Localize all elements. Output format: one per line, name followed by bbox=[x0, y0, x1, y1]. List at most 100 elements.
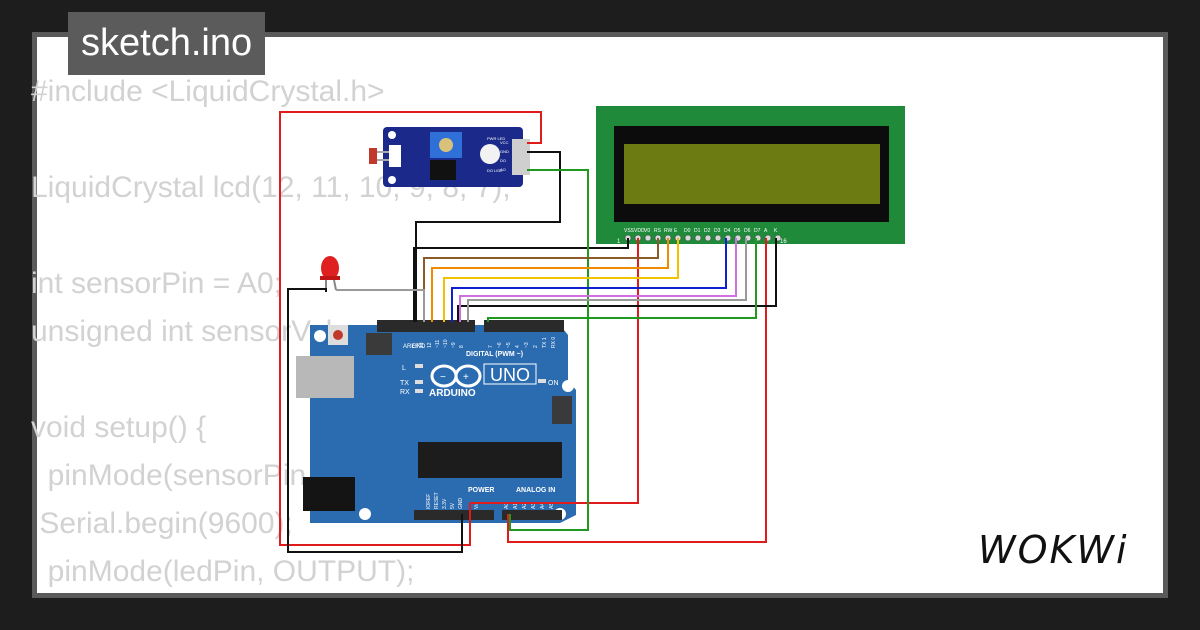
wire-gray-led bbox=[336, 289, 425, 322]
analog-pin-label: A3 bbox=[531, 503, 537, 509]
analog-in-label: ANALOG IN bbox=[516, 487, 555, 494]
digital-header-low bbox=[484, 320, 564, 332]
red-led[interactable] bbox=[320, 256, 340, 292]
analog-pin-label: A4 bbox=[540, 503, 546, 509]
lcd-pin-label: VDD bbox=[634, 228, 645, 234]
digital-pin-label: ~11 bbox=[435, 340, 441, 348]
usb-port bbox=[296, 356, 354, 398]
v5-label: 5V bbox=[450, 502, 456, 509]
lcd-pin-label: A bbox=[764, 228, 768, 234]
lcd-pin-label: D7 bbox=[754, 228, 761, 234]
sensor-led-label: DO LED bbox=[487, 168, 502, 173]
digital-pin-label: 12 bbox=[427, 342, 433, 348]
atmega-chip bbox=[418, 442, 562, 478]
gnd-power-label: GND bbox=[458, 498, 464, 510]
lcd-pin-label: D6 bbox=[744, 228, 751, 234]
code-line: Serial.begin(9600); bbox=[31, 507, 293, 540]
wire-black-lcd-vss bbox=[413, 238, 629, 322]
mounting-hole bbox=[562, 380, 574, 392]
arduino-brand: ARDUINO bbox=[429, 388, 476, 399]
analog-pin-label: A5 bbox=[549, 503, 555, 509]
digital-pin-label: RX 0 bbox=[551, 337, 557, 348]
reset-label: RESET bbox=[434, 492, 440, 509]
svg-text:−: − bbox=[440, 372, 446, 383]
sensor-pin-label: GND bbox=[500, 149, 509, 154]
lcd-pin-label: D4 bbox=[724, 228, 731, 234]
wokwi-logo: WOKWi bbox=[978, 528, 1129, 572]
digital-pin-label: ~5 bbox=[506, 342, 512, 348]
vin-label: Vin bbox=[474, 502, 480, 509]
tx-label: TX bbox=[400, 380, 409, 387]
code-line: pinMode(ledPin, OUTPUT); bbox=[31, 555, 415, 588]
arduino-model: UNO bbox=[490, 365, 530, 385]
wire-black-lcd-k bbox=[457, 238, 777, 322]
lcd-pin-label: D3 bbox=[714, 228, 721, 234]
sensor-hole bbox=[388, 176, 396, 184]
digital-label: DIGITAL (PWM ~) bbox=[466, 351, 523, 358]
lcd-pin-label: D2 bbox=[704, 228, 711, 234]
sensor-pin-label: VCC bbox=[500, 140, 509, 145]
light-sensor-module[interactable]: PWR LED DO LED VCC GND DO AO bbox=[369, 127, 530, 187]
lcd-pin-label: VSS bbox=[624, 228, 635, 234]
lcd-pin[interactable] bbox=[694, 234, 702, 242]
analog-header bbox=[502, 510, 562, 520]
digital-pin-label: TX 1 bbox=[542, 337, 548, 348]
rx-label: RX bbox=[400, 389, 410, 396]
sensor-hole bbox=[388, 131, 396, 139]
wires bbox=[279, 111, 777, 553]
l-label: L bbox=[402, 365, 406, 372]
lcd-pin[interactable] bbox=[644, 234, 652, 242]
lcd-pin[interactable] bbox=[704, 234, 712, 242]
code-line: void setup() { bbox=[31, 411, 207, 444]
analog-pin-label: A2 bbox=[522, 503, 528, 509]
lcd-pin-label: D0 bbox=[684, 228, 691, 234]
lcd-pin-label: K bbox=[774, 228, 778, 234]
gnd-label: GND bbox=[412, 344, 426, 350]
digital-pin-label: ~9 bbox=[451, 342, 457, 348]
file-title-tab[interactable]: sketch.ino bbox=[68, 12, 266, 75]
power-label: POWER bbox=[468, 487, 494, 494]
lcd-pin-label: D1 bbox=[694, 228, 701, 234]
svg-text:+: + bbox=[463, 372, 469, 383]
analog-pin-label: A0 bbox=[504, 503, 510, 509]
ioref-label: IOREF bbox=[426, 494, 432, 509]
wire-gray-d6 bbox=[467, 238, 747, 322]
mounting-hole bbox=[314, 330, 326, 342]
digital-pin-label: 2 bbox=[533, 345, 539, 348]
aref-label: AREF bbox=[403, 344, 419, 350]
wire-blue-d4 bbox=[451, 238, 727, 322]
digital-pin-label: ~6 bbox=[497, 342, 503, 348]
wire-yellow-e bbox=[443, 238, 679, 322]
lcd-pin-label: D5 bbox=[734, 228, 741, 234]
code-line: int sensorPin = A0; bbox=[31, 267, 282, 300]
code-preview: #include <LiquidCrystal.h> LiquidCrystal… bbox=[31, 68, 511, 596]
arduino-uno-board[interactable]: DIGITAL (PWM ~) AREF GND L TX RX − + ARD… bbox=[296, 320, 576, 523]
sensor-led bbox=[480, 144, 500, 164]
power-header bbox=[414, 510, 494, 520]
sensor-led-label: PWR LED bbox=[487, 136, 505, 141]
on-label: ON bbox=[548, 380, 559, 387]
wire-red-lcd-a bbox=[507, 238, 767, 543]
lcd-last-pin-label: 16 bbox=[780, 239, 787, 245]
wire-black-sensor-gnd bbox=[415, 151, 561, 322]
analog-pin-label: A1 bbox=[513, 503, 519, 509]
lcd-first-pin-label: 1 bbox=[617, 239, 621, 245]
comparator-chip bbox=[430, 160, 456, 180]
wire-orange-rw bbox=[431, 238, 669, 322]
potentiometer-knob bbox=[439, 138, 453, 152]
icsp-header-2 bbox=[552, 396, 572, 424]
photoresistor bbox=[369, 148, 377, 164]
wire-red-vcc bbox=[279, 111, 542, 546]
digital-pin-label: 13 bbox=[419, 342, 425, 348]
sensor-pin-label: DO bbox=[500, 158, 506, 163]
mounting-hole bbox=[359, 508, 371, 520]
wire-red-lcd-vdd bbox=[470, 238, 639, 504]
code-line: LiquidCrystal lcd(12, 11, 10, 9, 8, 7); bbox=[31, 171, 511, 204]
lcd-pin[interactable] bbox=[714, 234, 722, 242]
lcd-pin[interactable] bbox=[684, 234, 692, 242]
